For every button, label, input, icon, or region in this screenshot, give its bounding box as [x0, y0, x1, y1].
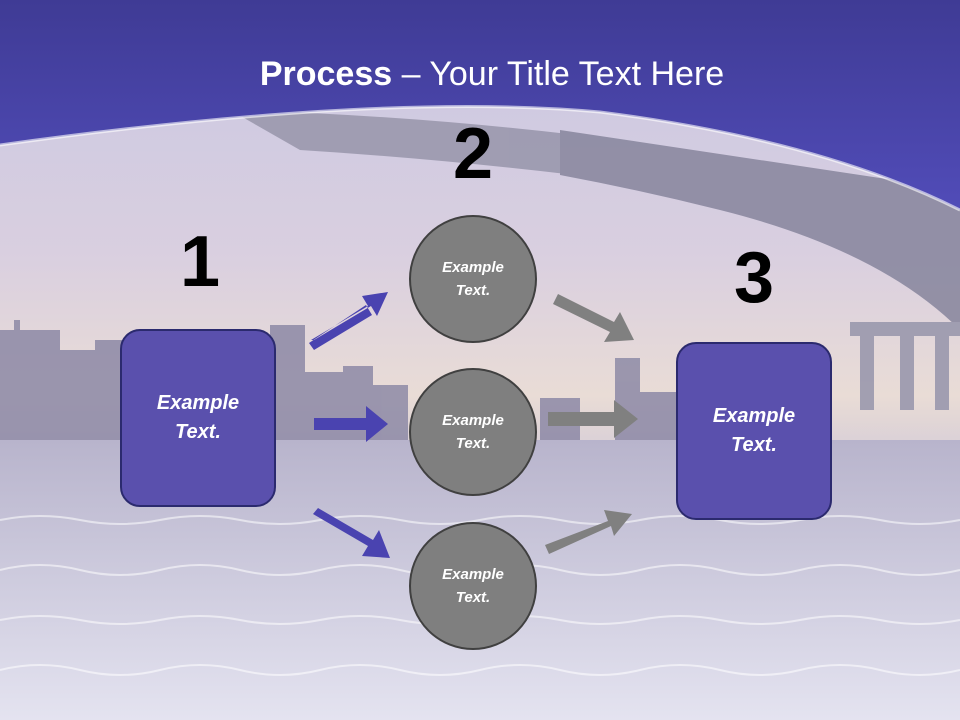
process-circle-middle: Example Text. [409, 368, 537, 496]
arrow-blue-up [309, 292, 388, 350]
title-rest: – Your Title Text Here [392, 55, 725, 93]
title-bold: Process [259, 55, 393, 93]
arrow-blue-right [314, 406, 388, 442]
start-box: Example Text. [120, 329, 276, 507]
arrow-gray-right [548, 400, 638, 438]
process-circle-bottom: Example Text. [409, 522, 537, 650]
start-box-label: Example Text. [156, 392, 240, 443]
step-number-2: 2 [452, 114, 494, 194]
skyline-silhouette [0, 320, 680, 440]
arrow-blue-down [313, 508, 390, 558]
circle-label-top: Example Text. [442, 259, 504, 299]
bridge-silhouette [230, 110, 960, 410]
arrow-gray-up [545, 510, 632, 554]
end-box: Example Text. [676, 342, 832, 520]
step-number-1: 1 [179, 222, 221, 302]
slide-title: Process – Your Title Text Here [0, 52, 960, 96]
circle-label-middle: Example Text. [442, 412, 504, 452]
end-box-label: Example Text. [712, 405, 796, 456]
circle-label-bottom: Example Text. [442, 566, 504, 606]
step-number-3: 3 [733, 238, 775, 318]
process-circle-top: Example Text. [409, 215, 537, 343]
arrow-gray-down [553, 294, 634, 342]
